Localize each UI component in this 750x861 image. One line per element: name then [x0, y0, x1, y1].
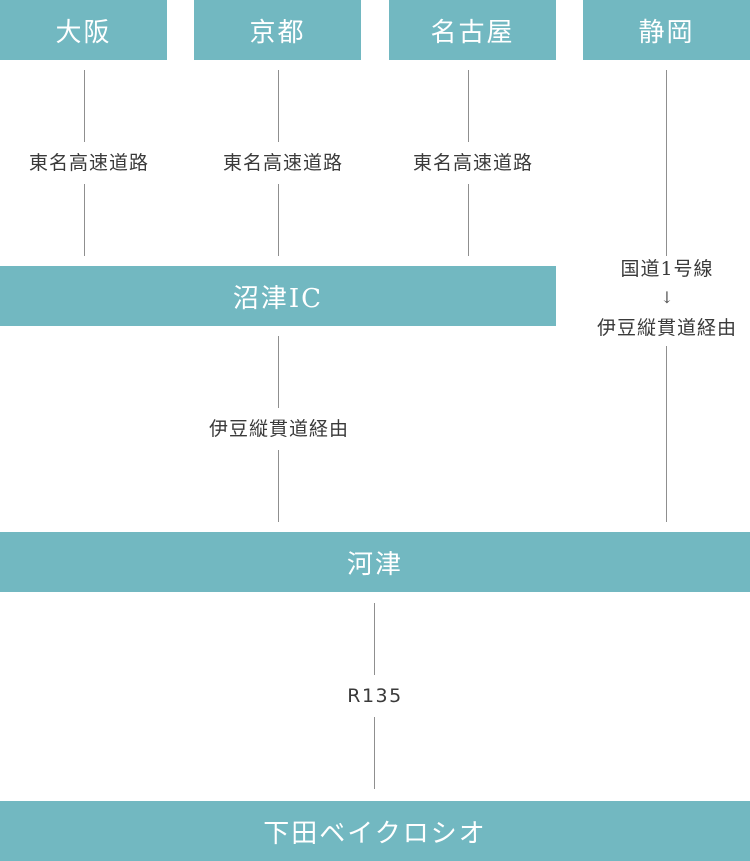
- connector-line: [666, 346, 667, 522]
- origin-osaka-label: 大阪: [55, 17, 112, 48]
- origin-shizuoka-label: 静岡: [638, 17, 695, 48]
- connector-line: [666, 70, 667, 256]
- connector-line: [84, 184, 85, 256]
- origin-kyoto-label: 京都: [249, 17, 306, 48]
- route-label-shizuoka-2: 伊豆縦貫道経由: [596, 317, 738, 339]
- destination-shimoda-bay-kuroshio: 下田ベイクロシオ: [0, 801, 750, 861]
- destination-label: 下田ベイクロシオ: [263, 818, 487, 849]
- connector-line: [468, 184, 469, 256]
- waypoint-kawazu-label: 河津: [346, 549, 403, 580]
- connector-line: [84, 70, 85, 142]
- route-label-osaka: 東名高速道路: [28, 152, 150, 174]
- connector-line: [278, 184, 279, 256]
- connector-line: [468, 70, 469, 142]
- waypoint-numazu-ic-label: 沼津IC: [232, 283, 324, 314]
- origin-nagoya: 名古屋: [389, 0, 556, 60]
- origin-nagoya-label: 名古屋: [430, 17, 515, 48]
- connector-line: [374, 717, 375, 789]
- origin-shizuoka: 静岡: [583, 0, 750, 60]
- connector-line: [374, 603, 375, 675]
- connector-line: [278, 450, 279, 522]
- waypoint-kawazu: 河津: [0, 532, 750, 592]
- route-label-kyoto: 東名高速道路: [222, 152, 344, 174]
- route-label-nagoya: 東名高速道路: [412, 152, 534, 174]
- down-arrow-icon: ↓: [660, 288, 674, 307]
- origin-kyoto: 京都: [194, 0, 361, 60]
- route-label-r135: R135: [347, 685, 403, 707]
- waypoint-numazu-ic: 沼津IC: [0, 266, 556, 326]
- origin-osaka: 大阪: [0, 0, 167, 60]
- connector-line: [278, 336, 279, 408]
- route-label-numazu-kawazu: 伊豆縦貫道経由: [208, 418, 350, 440]
- route-label-shizuoka-1: 国道1号線: [620, 258, 714, 280]
- connector-line: [278, 70, 279, 142]
